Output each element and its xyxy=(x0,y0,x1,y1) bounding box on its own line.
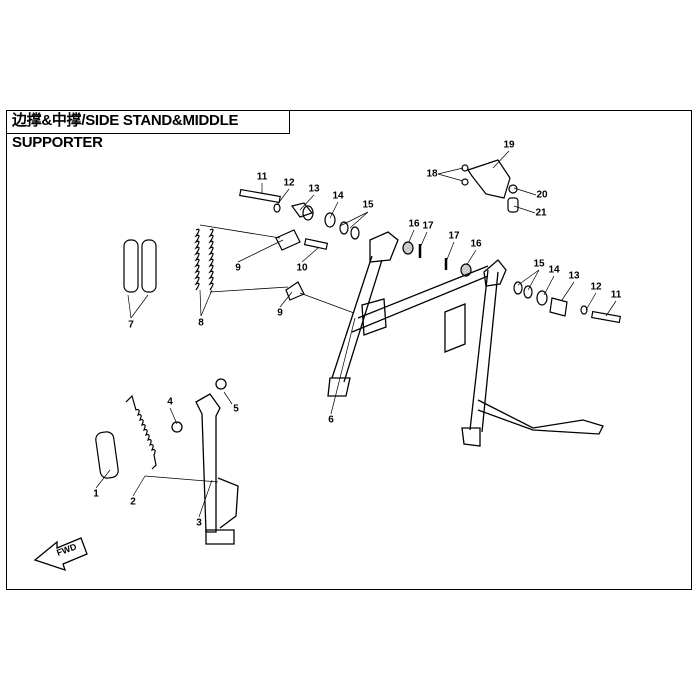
callout-8: 8 xyxy=(198,317,204,329)
leader-lines xyxy=(95,150,617,518)
callout-14: 14 xyxy=(548,264,560,276)
callout-18: 18 xyxy=(426,168,438,180)
callout-17: 17 xyxy=(422,220,434,232)
callout-19: 19 xyxy=(503,139,515,151)
fwd-label: FWD xyxy=(55,541,78,558)
springs-and-sleeves xyxy=(95,224,289,479)
callout-5: 5 xyxy=(233,403,239,415)
callout-14: 14 xyxy=(332,190,344,202)
callout-2: 2 xyxy=(130,496,136,508)
fwd-arrow-icon xyxy=(33,537,88,572)
callout-3: 3 xyxy=(196,517,202,529)
callout-9: 9 xyxy=(235,262,241,274)
callout-4: 4 xyxy=(167,396,173,408)
callout-11: 11 xyxy=(256,171,268,183)
callout-12: 12 xyxy=(590,281,602,293)
callout-6: 6 xyxy=(328,414,334,426)
callout-17: 17 xyxy=(448,230,460,242)
callout-12: 12 xyxy=(283,177,295,189)
callout-20: 20 xyxy=(536,189,548,201)
callout-16: 16 xyxy=(408,218,420,230)
callout-10: 10 xyxy=(296,262,308,274)
diagram-frame xyxy=(6,110,692,590)
page-title: 边撑&中撑/SIDE STAND&MIDDLE SUPPORTER xyxy=(6,110,290,151)
callout-15: 15 xyxy=(533,258,545,270)
side-stand xyxy=(171,378,239,545)
callout-21: 21 xyxy=(535,207,547,219)
callout-1: 1 xyxy=(93,488,99,500)
callout-9: 9 xyxy=(277,307,283,319)
center-stand xyxy=(327,231,604,447)
callout-7: 7 xyxy=(128,319,134,331)
upper-hardware xyxy=(239,159,622,324)
callout-13: 13 xyxy=(308,183,320,195)
callout-15: 15 xyxy=(362,199,374,211)
callout-11: 11 xyxy=(610,289,622,301)
callout-16: 16 xyxy=(470,238,482,250)
callout-13: 13 xyxy=(568,270,580,282)
